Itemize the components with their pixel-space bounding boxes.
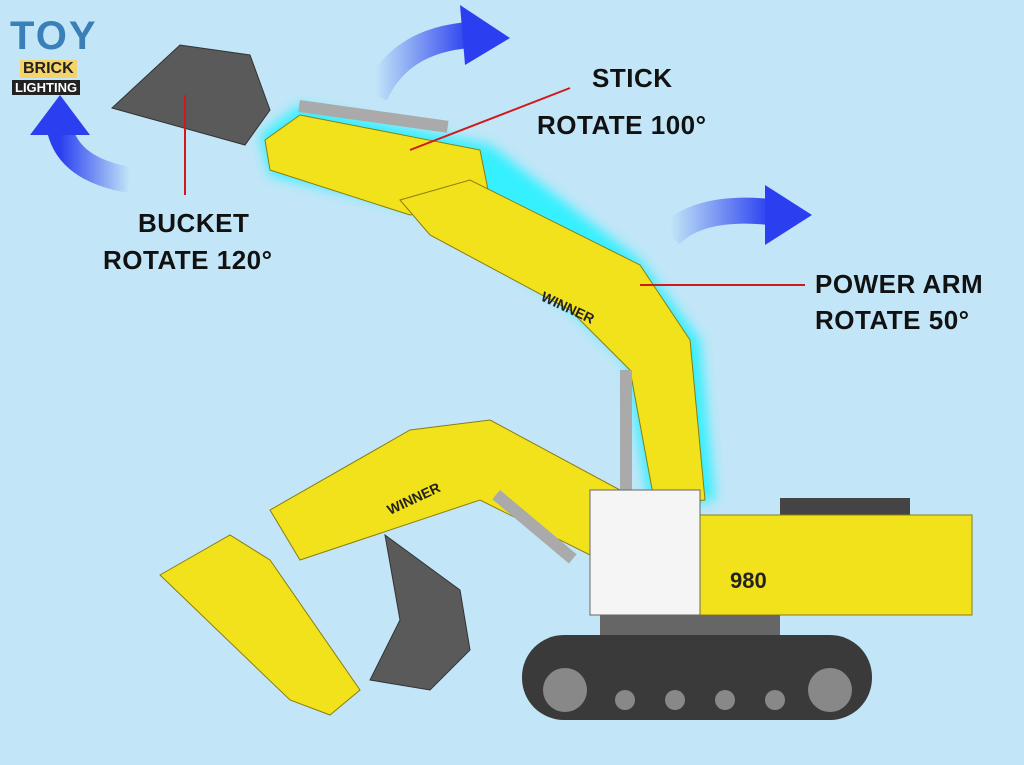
rotation-arrow-power-arm [660, 185, 812, 245]
pointer-lines [184, 87, 805, 286]
lowered-stick [159, 534, 361, 716]
stick-rotation-label: ROTATE 100° [537, 110, 707, 140]
bucket-rotation-label: ROTATE 120° [103, 245, 273, 275]
hydraulic-cylinder [492, 490, 577, 564]
bucket-label: BUCKET [138, 208, 250, 238]
hydraulic-cylinder [298, 100, 449, 133]
power-arm-label: POWER ARM [815, 269, 984, 299]
toy-brick-lighting-logo: TOY BRICK LIGHTING [10, 14, 98, 95]
power-arm-rotation-label: ROTATE 50° [815, 305, 970, 335]
lowered-bucket [369, 533, 471, 691]
rotation-arrow-bucket [30, 95, 133, 193]
upper-body [699, 514, 973, 616]
track-wheels [543, 668, 852, 712]
rotation-arrow-stick [363, 5, 510, 101]
stick-label: STICK [592, 63, 673, 93]
model-number: 980 [730, 568, 767, 593]
hydraulic-cylinder [620, 370, 632, 490]
raised-bucket [111, 44, 271, 146]
cab [589, 489, 701, 616]
